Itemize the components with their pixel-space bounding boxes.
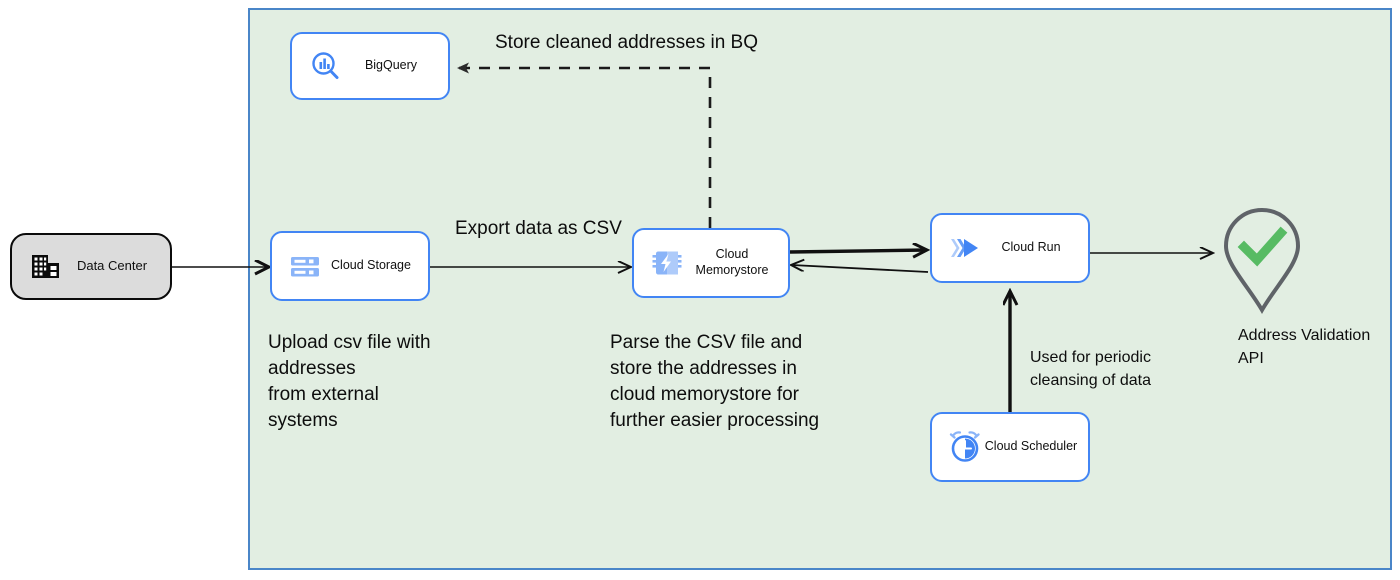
label-address-validation-api: Address Validation API bbox=[1238, 327, 1371, 367]
map-pin-check-icon bbox=[1223, 207, 1301, 314]
edge-label-export-csv: Export data as CSV bbox=[455, 218, 622, 239]
node-cloud-run[interactable]: Cloud Run bbox=[930, 213, 1090, 283]
annotation-upload-note: Upload csv file with addresses from exte… bbox=[268, 332, 431, 431]
node-bigquery[interactable]: BigQuery bbox=[290, 32, 450, 100]
node-data-center[interactable]: Data Center bbox=[10, 233, 172, 300]
cloud-boundary-region bbox=[248, 8, 1392, 570]
cloud-scheduler-icon bbox=[948, 430, 982, 464]
node-cloud-storage[interactable]: Cloud Storage bbox=[270, 231, 430, 301]
node-label-bigquery: BigQuery bbox=[364, 58, 418, 73]
edge-label-periodic-cleansing: Used for periodic cleansing of data bbox=[1030, 349, 1151, 389]
node-label-cloud-memorystore: Cloud Memorystore bbox=[695, 247, 769, 277]
node-label-cloud-scheduler: Cloud Scheduler bbox=[984, 439, 1078, 454]
node-label-cloud-run: Cloud Run bbox=[1001, 240, 1061, 255]
node-label-cloud-storage: Cloud Storage bbox=[331, 258, 411, 273]
building-icon bbox=[28, 250, 62, 284]
edge-label-store-cleaned: Store cleaned addresses in BQ bbox=[495, 32, 758, 53]
node-cloud-memorystore[interactable]: Cloud Memorystore bbox=[632, 228, 790, 298]
cloud-memorystore-icon bbox=[650, 246, 684, 280]
cloud-run-icon bbox=[948, 231, 982, 265]
node-address-validation-api[interactable] bbox=[1218, 206, 1306, 314]
node-label-data-center: Data Center bbox=[76, 258, 148, 274]
annotation-parse-note: Parse the CSV file and store the address… bbox=[610, 332, 820, 431]
node-cloud-scheduler[interactable]: Cloud Scheduler bbox=[930, 412, 1090, 482]
cloud-storage-icon bbox=[288, 249, 322, 283]
bigquery-icon bbox=[308, 49, 342, 83]
